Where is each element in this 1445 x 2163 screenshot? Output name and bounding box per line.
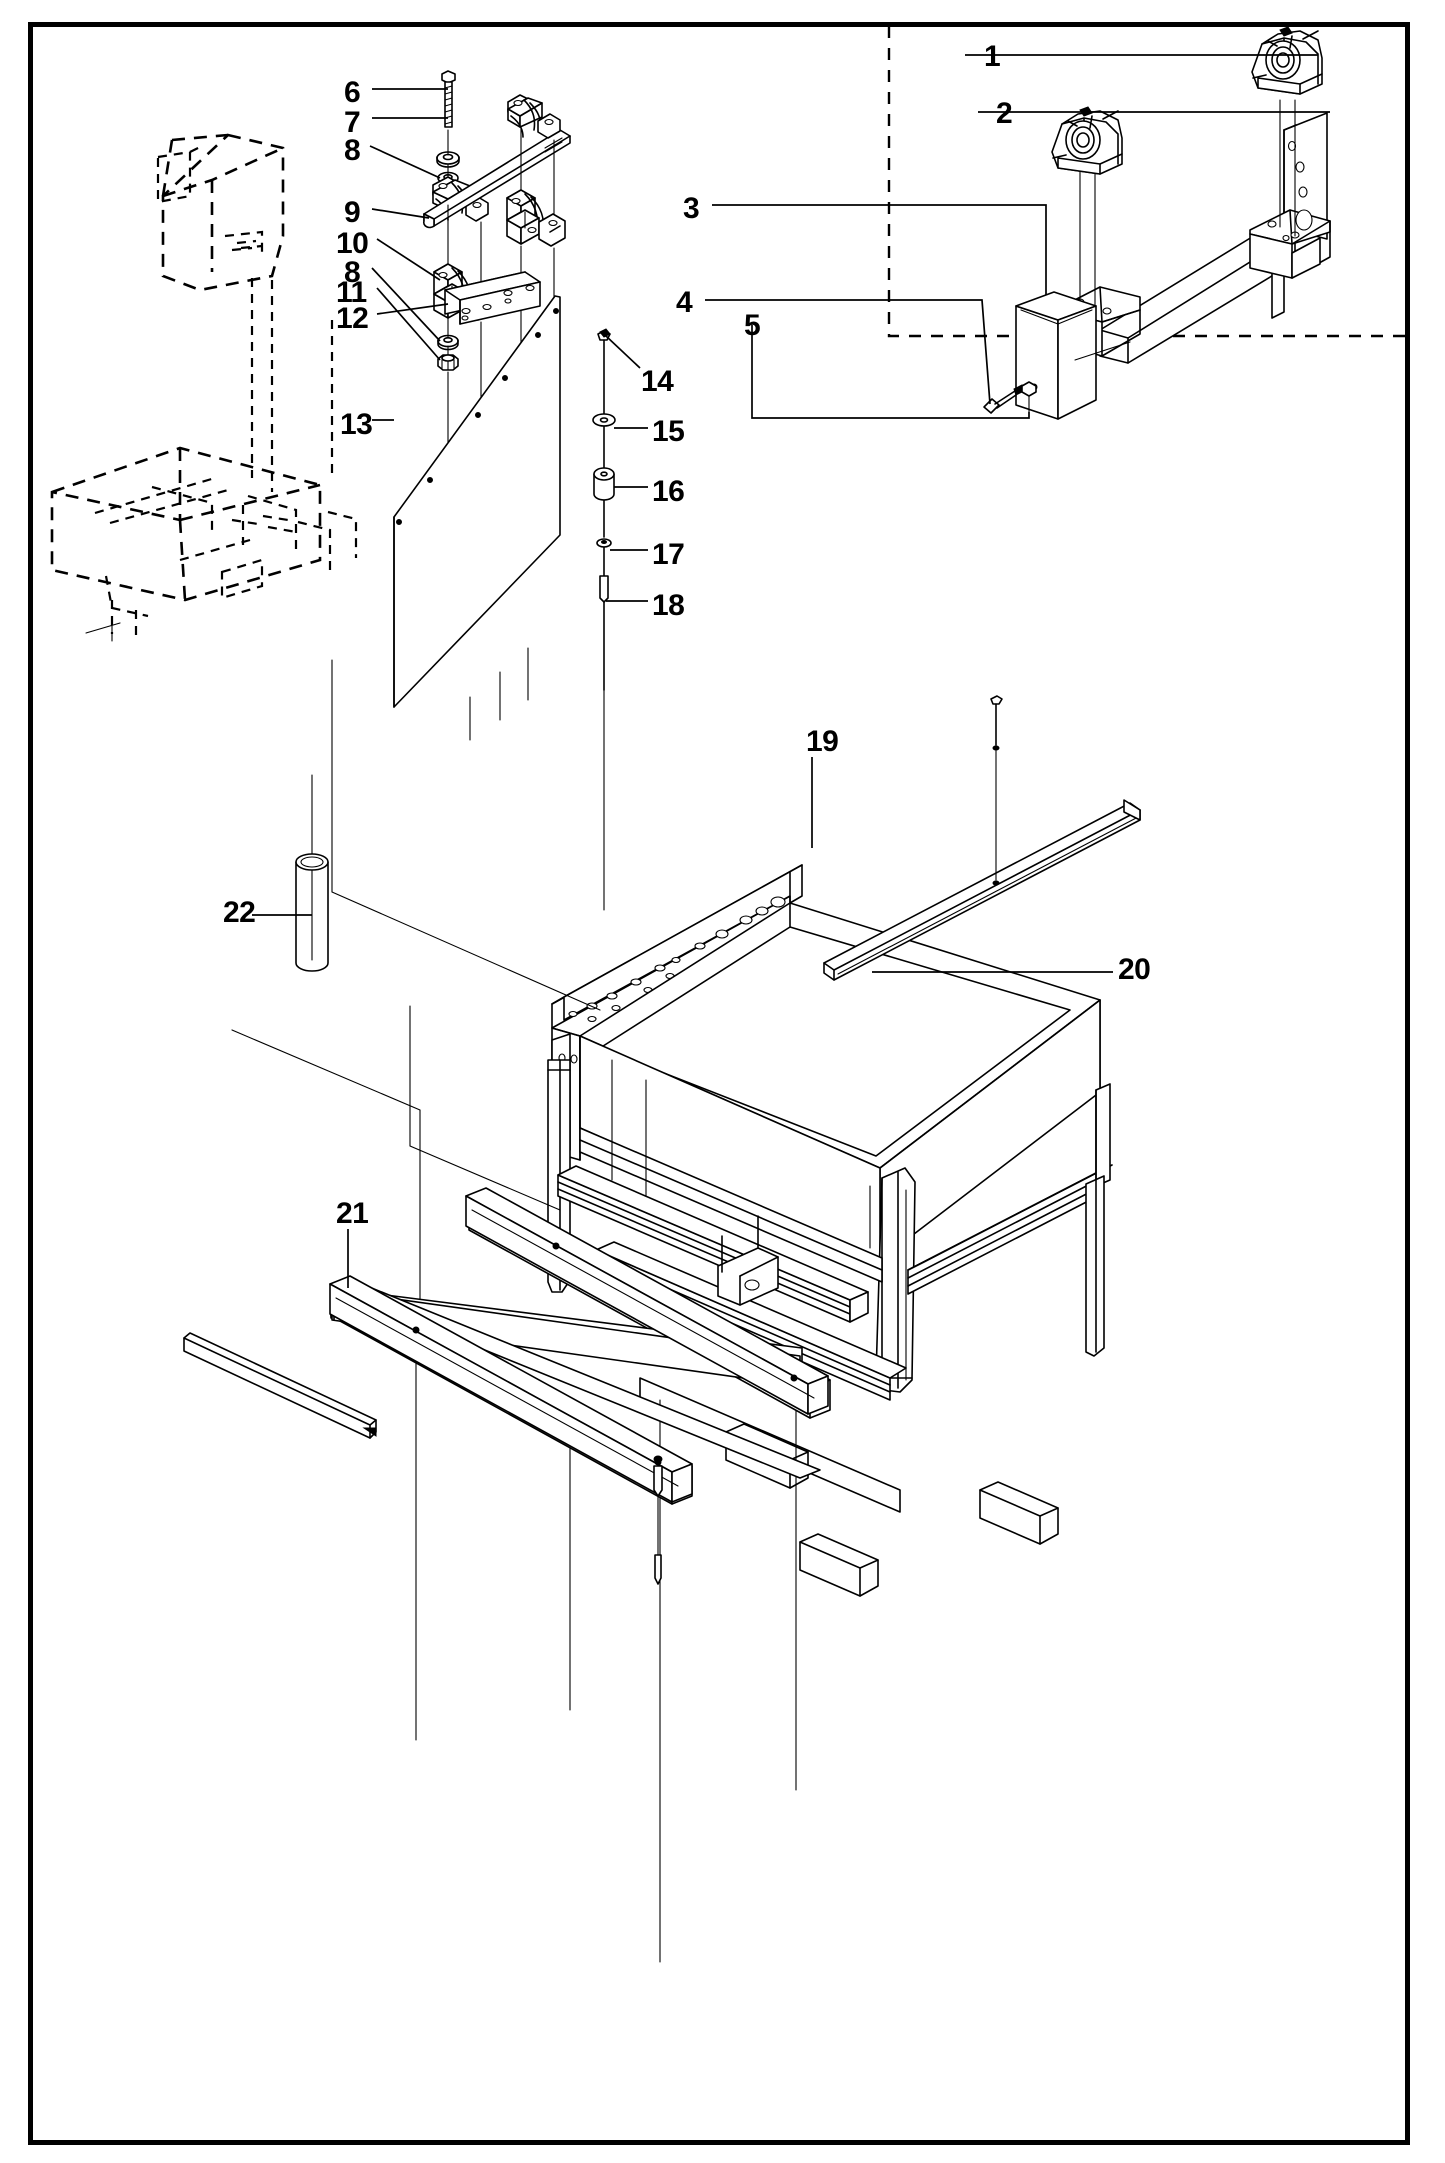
lower-left-diagonal-rail	[183, 1332, 377, 1439]
callout-label-2: 2	[996, 97, 1013, 130]
callout-label-11: 11	[336, 276, 367, 309]
part-18-pin	[599, 575, 609, 911]
callout-label-14: 14	[641, 365, 674, 398]
callout-label-1: 1	[984, 40, 1001, 73]
callout-label-15: 15	[652, 415, 685, 448]
part-1-pillow-block-bearing-left	[1051, 106, 1123, 175]
callout-label-20: 20	[1118, 953, 1151, 986]
callout-label-13: 13	[340, 408, 373, 441]
callout-label-4: 4	[676, 286, 693, 319]
part-5-nut	[1021, 381, 1037, 413]
callout-label-8: 8	[344, 134, 361, 167]
callout-label-5: 5	[744, 309, 761, 342]
bottom-pin	[653, 1455, 663, 1585]
part-1-assembly-lines	[1079, 99, 1296, 311]
part-16-spacer-bushing	[593, 467, 615, 538]
part-14-carriage-bolt	[597, 328, 611, 416]
callout-label-17: 17	[652, 538, 685, 571]
part-10-bearing-clamp-cap-upper-right	[507, 94, 561, 139]
part-13-back-panel-sheet	[393, 295, 561, 741]
callout-label-9: 9	[344, 196, 361, 229]
part-15-washer	[592, 413, 616, 469]
phantom-projection-lines	[85, 278, 334, 642]
phantom-machine-hood	[156, 133, 285, 292]
callout-label-22: 22	[223, 896, 256, 929]
part-17-nut	[596, 538, 612, 579]
callout-label-10: 10	[336, 227, 369, 260]
phantom-machine-base	[50, 446, 358, 640]
detail-region-divider	[887, 26, 1405, 338]
diagram-border	[28, 22, 1410, 2145]
part-10-bearing-clamp-block-lower-right	[506, 189, 566, 247]
callout-label-21: 21	[336, 1197, 369, 1230]
callout-label-3: 3	[683, 192, 700, 225]
callout-label-8b: 8	[344, 256, 361, 289]
callout-leader-lines	[252, 54, 1330, 1288]
callout-label-7: 7	[344, 106, 361, 139]
part-6-hex-head-bolt	[441, 70, 456, 128]
callout-label-19: 19	[806, 725, 839, 758]
callout-label-12: 12	[336, 302, 369, 335]
callout-label-16: 16	[652, 475, 685, 508]
callout-label-18: 18	[652, 589, 685, 622]
part-12-cross-rail-bar	[444, 271, 541, 325]
bottom-beams	[329, 1187, 829, 1503]
part-1-pillow-block-bearing-right	[1251, 26, 1323, 95]
part-7-flat-washer	[436, 151, 460, 168]
callout-label-6: 6	[344, 76, 361, 109]
part-11-flange-nut	[437, 354, 459, 371]
part-19-angle-rail	[823, 695, 1141, 981]
part-22-cylindrical-spacer-tube	[295, 774, 329, 972]
part-20-frame-table-weldment	[547, 864, 1113, 1597]
